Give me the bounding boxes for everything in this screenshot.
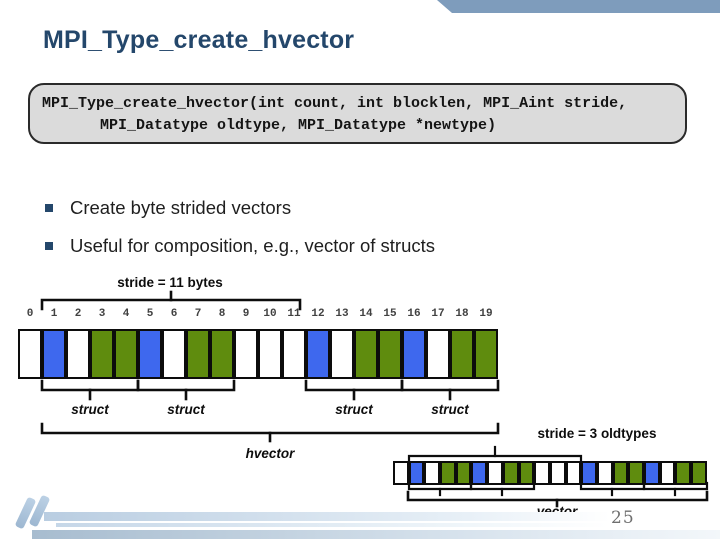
byte-index-label: 11 <box>287 308 301 320</box>
memory-cell-white <box>66 329 90 379</box>
memory-cell-green <box>210 329 234 379</box>
memory-cell-blue <box>138 329 162 379</box>
memory-cell-green <box>518 461 535 485</box>
byte-index-label: 9 <box>242 308 250 320</box>
byte-index-label: 14 <box>359 308 373 320</box>
memory-cell-green <box>612 461 629 485</box>
decorative-bar <box>56 523 608 527</box>
memory-cell-green <box>675 461 692 485</box>
byte-index-label: 19 <box>479 308 493 320</box>
memory-cell-green <box>186 329 210 379</box>
top-accent-bar <box>437 0 720 13</box>
memory-cell-white <box>393 461 409 485</box>
byte-index-label: 17 <box>431 308 445 320</box>
struct-label-1: struct <box>71 402 109 417</box>
byte-index-label: 10 <box>263 308 277 320</box>
byte-index-label: 4 <box>122 308 130 320</box>
memory-cell-blue <box>408 461 425 485</box>
byte-index-label: 6 <box>170 308 178 320</box>
byte-index-label: 12 <box>311 308 325 320</box>
bullet-text: Create byte strided vectors <box>70 197 292 218</box>
memory-cell-green <box>440 461 456 485</box>
memory-cell-white <box>549 461 566 485</box>
memory-cell-white <box>659 461 676 485</box>
memory-cell-green <box>114 329 138 379</box>
byte-index-label: 1 <box>50 308 58 320</box>
byte-index-label: 3 <box>98 308 106 320</box>
code-box: MPI_Type_create_hvector(int count, int b… <box>28 83 687 144</box>
memory-cell-blue <box>644 461 660 485</box>
slide-title: MPI_Type_create_hvector <box>43 26 355 54</box>
memory-cell-white <box>330 329 354 379</box>
stride-oldtypes-label: stride = 3 oldtypes <box>537 426 657 441</box>
byte-index-label: 15 <box>383 308 397 320</box>
page-number: 25 <box>611 508 635 528</box>
memory-cell-blue <box>42 329 66 379</box>
memory-cell-green <box>450 329 474 379</box>
memory-cell-white <box>487 461 503 485</box>
byte-cells-row <box>18 329 498 379</box>
memory-cell-blue <box>471 461 488 485</box>
struct-label-4: struct <box>431 402 469 417</box>
memory-cell-green <box>90 329 114 379</box>
bullet-item: Useful for composition, e.g., vector of … <box>43 234 663 258</box>
mini-cells-row <box>393 461 707 485</box>
code-line-2: MPI_Datatype oldtype, MPI_Datatype *newt… <box>100 117 497 134</box>
bullet-item: Create byte strided vectors <box>43 196 663 220</box>
square-bullet-icon <box>45 242 53 250</box>
square-bullet-icon <box>45 204 53 212</box>
byte-index-label: 16 <box>407 308 421 320</box>
memory-cell-blue <box>581 461 597 485</box>
memory-cell-green <box>455 461 472 485</box>
byte-index-label: 8 <box>218 308 226 320</box>
decorative-bar <box>32 530 720 539</box>
bullet-text: Useful for composition, e.g., vector of … <box>70 235 436 256</box>
memory-cell-blue <box>306 329 330 379</box>
byte-index-label: 7 <box>194 308 202 320</box>
memory-cell-white <box>18 329 42 379</box>
memory-cell-green <box>378 329 402 379</box>
memory-cell-white <box>424 461 441 485</box>
vector-bracket <box>406 490 709 502</box>
memory-cell-green <box>502 461 519 485</box>
memory-cell-white <box>596 461 613 485</box>
memory-cell-green <box>474 329 498 379</box>
memory-cell-white <box>534 461 550 485</box>
memory-cell-white <box>162 329 186 379</box>
stride-bytes-label: stride = 11 bytes <box>117 275 223 290</box>
memory-cell-green <box>628 461 644 485</box>
memory-cell-white <box>426 329 450 379</box>
memory-cell-blue <box>402 329 426 379</box>
hvector-bracket <box>40 422 500 435</box>
memory-cell-green <box>691 461 707 485</box>
hvector-label: hvector <box>245 446 295 461</box>
byte-index-label: 18 <box>455 308 469 320</box>
memory-cell-white <box>234 329 258 379</box>
memory-cell-white <box>282 329 306 379</box>
bullet-list: Create byte strided vectors Useful for c… <box>43 196 663 272</box>
code-line-1: MPI_Type_create_hvector(int count, int b… <box>42 95 628 112</box>
byte-index-label: 2 <box>74 308 82 320</box>
byte-index-label: 13 <box>335 308 349 320</box>
byte-index-label: 0 <box>26 308 34 320</box>
byte-index-label: 5 <box>146 308 154 320</box>
memory-cell-green <box>354 329 378 379</box>
memory-cell-white <box>258 329 282 379</box>
memory-cell-white <box>565 461 582 485</box>
struct-label-3: struct <box>335 402 373 417</box>
struct-label-2: struct <box>167 402 205 417</box>
decorative-bar <box>44 512 610 521</box>
